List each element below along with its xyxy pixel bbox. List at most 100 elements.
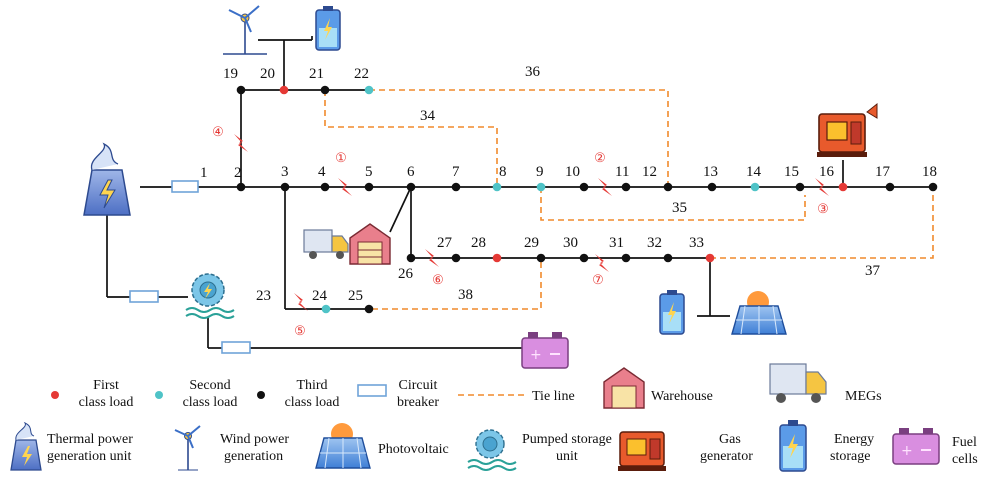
bus-node-28 [492, 253, 502, 263]
bus-label-7: 7 [452, 164, 460, 180]
legend-fuel-cells-icon: + [892, 428, 940, 465]
energy-storage-icon [659, 290, 685, 335]
bus-node-33 [705, 253, 715, 263]
bus-node-19 [236, 85, 246, 95]
legend-pumped-label-2: unit [556, 449, 578, 464]
bus-label-9: 9 [536, 164, 544, 180]
bus-node-30 [579, 253, 589, 263]
legend-fuel-label-2: cells [952, 452, 978, 467]
bus-node-21 [320, 85, 330, 95]
legend-gas-label-2: generator [700, 449, 753, 464]
legend-circuit-breaker-label-2: breaker [397, 395, 439, 410]
bus-label-3: 3 [281, 164, 289, 180]
bus-node-31 [621, 253, 631, 263]
bus-label-10: 10 [565, 164, 580, 180]
fault-label-5: ⑤ [294, 323, 306, 338]
bus-node-17 [885, 182, 895, 192]
legend-energy-label-2: storage [830, 449, 870, 464]
legend-pumped-label-1: Pumped storage [522, 432, 612, 447]
legend-first-class-load-marker [51, 391, 59, 399]
legend-photovoltaic-label: Photovoltaic [378, 442, 449, 457]
legend-megs-truck-icon [769, 363, 827, 403]
bus-label-20: 20 [260, 66, 275, 82]
bus-label-24: 24 [312, 288, 328, 304]
circuit-breaker-icon [221, 341, 251, 354]
legend-pumped-storage-icon [467, 429, 517, 471]
bus-label-16: 16 [819, 164, 835, 180]
bus-label-17: 17 [875, 164, 891, 180]
legend-energy-storage-icon [779, 420, 807, 472]
legend-gas-label-1: Gas [719, 432, 741, 447]
bus-label-6: 6 [407, 164, 415, 180]
fault-lightning-icon [595, 254, 609, 272]
legend-warehouse-label: Warehouse [651, 389, 713, 404]
legend-tie-line-label: Tie line [532, 389, 575, 404]
fault-label-4: ④ [212, 124, 224, 139]
bus-label-12: 12 [642, 164, 657, 180]
legend-fuel-label-1: Fuel [952, 435, 977, 450]
legend-wind-label-1: Wind power [220, 432, 289, 447]
gas-generator-icon [817, 102, 878, 157]
tie-line-38 [372, 258, 542, 310]
legend-thermal-label-1: Thermal power [47, 432, 133, 447]
legend-first-class-load-label-2: class load [79, 395, 134, 410]
thermal-power-plant-icon [83, 142, 131, 216]
legend-circuit-breaker-label-1: Circuit [399, 378, 438, 393]
bus-label-19: 19 [223, 66, 238, 82]
bus-node-24 [321, 304, 331, 314]
bus-label-4: 4 [318, 164, 326, 180]
bus-label-5: 5 [365, 164, 373, 180]
network-lines [106, 36, 933, 349]
legend: First class load Second class load Third… [10, 363, 978, 472]
legend-thermal-power-icon [10, 421, 42, 471]
bus-node-9 [536, 182, 546, 192]
bus-node-10 [579, 182, 589, 192]
bus-label-33: 33 [689, 235, 704, 251]
bus-node-14 [750, 182, 760, 192]
bus-node-15 [795, 182, 805, 192]
bus-node-29 [536, 253, 546, 263]
fault-label-7: ⑦ [592, 272, 604, 287]
fault-label-2: ② [594, 150, 606, 165]
fault-label-1: ① [335, 150, 347, 165]
bus-node-32 [663, 253, 673, 263]
bus-label-13: 13 [703, 164, 718, 180]
bus-label-23: 23 [256, 288, 271, 304]
circuit-breakers [129, 180, 251, 354]
tie-line-36 [369, 89, 669, 187]
legend-third-class-load-marker [257, 391, 265, 399]
bus-label-11: 11 [615, 164, 629, 180]
svg-text:+: + [901, 443, 913, 459]
bus-node-18 [928, 182, 938, 192]
bus-label-29: 29 [524, 235, 539, 251]
bus-label-18: 18 [922, 164, 937, 180]
bus-node-27 [451, 253, 461, 263]
legend-gas-generator-icon [618, 431, 666, 471]
legend-energy-label-1: Energy [834, 432, 874, 447]
tie-line-label-36: 36 [525, 64, 541, 80]
bus-label-14: 14 [746, 164, 762, 180]
bus-label-26: 26 [398, 266, 414, 282]
bus-label-25: 25 [348, 288, 363, 304]
bus-node-6 [406, 182, 416, 192]
fault-label-3: ③ [817, 201, 829, 216]
legend-photovoltaic-icon [315, 423, 371, 469]
legend-wind-power-icon [174, 425, 201, 471]
bus-node-26 [406, 253, 416, 263]
legend-megs-label: MEGs [845, 389, 882, 404]
bus-node-20 [279, 85, 289, 95]
bus-label-15: 15 [784, 164, 799, 180]
wind-turbine-icon [223, 5, 267, 55]
tie-line-37 [710, 195, 934, 259]
legend-third-class-load-label-1: Third [296, 378, 327, 393]
bus-node-12 [663, 182, 673, 192]
warehouse-icon [349, 223, 391, 265]
mobile-energy-truck-icon [303, 229, 349, 259]
legend-wind-label-2: generation [224, 449, 283, 464]
pumped-storage-icon [185, 273, 235, 319]
bus-node-22 [364, 85, 374, 95]
bus-label-30: 30 [563, 235, 578, 251]
